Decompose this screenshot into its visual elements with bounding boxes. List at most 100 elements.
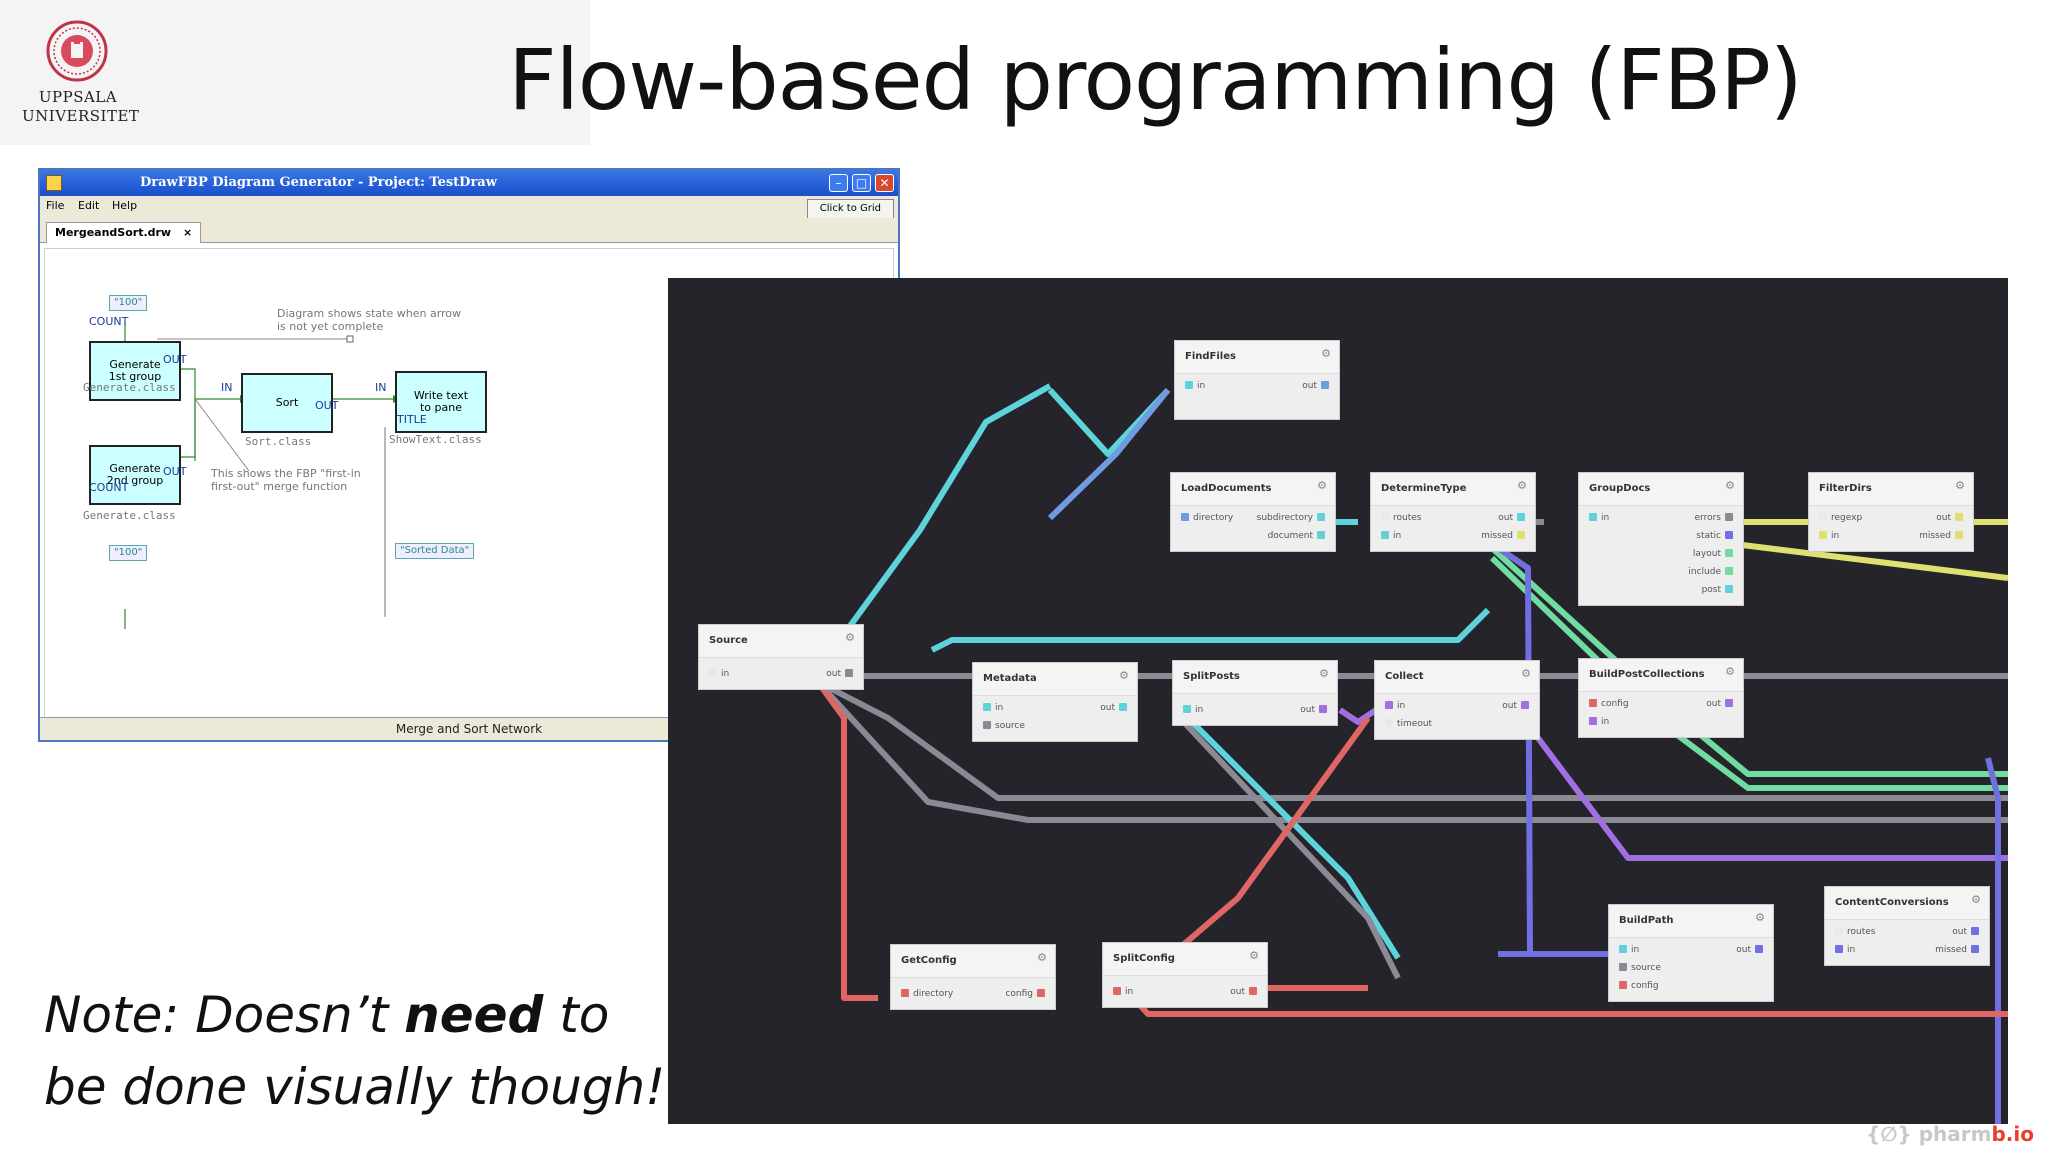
port-dot[interactable] bbox=[709, 669, 717, 677]
minimize-button[interactable]: – bbox=[829, 174, 848, 192]
port-dot[interactable] bbox=[1971, 945, 1979, 953]
gear-icon[interactable]: ⚙ bbox=[1249, 949, 1259, 962]
node-findfiles[interactable]: FindFiles⚙ in out bbox=[1174, 340, 1340, 420]
gear-icon[interactable]: ⚙ bbox=[1725, 479, 1735, 492]
count-port-bottom: COUNT bbox=[89, 481, 129, 494]
gear-icon[interactable]: ⚙ bbox=[1321, 347, 1331, 360]
menu-help[interactable]: Help bbox=[112, 199, 138, 212]
node-buildpostcollections[interactable]: BuildPostCollections⚙ config in out bbox=[1578, 658, 1744, 738]
menu-edit[interactable]: Edit bbox=[78, 199, 100, 212]
port-dot[interactable] bbox=[1381, 513, 1389, 521]
noflo-graph-pane[interactable]: FindFiles⚙ in out LoadDocuments⚙ directo… bbox=[668, 278, 2008, 1124]
port-dot[interactable] bbox=[845, 669, 853, 677]
close-button[interactable]: ✕ bbox=[875, 174, 894, 192]
port-dot[interactable] bbox=[1955, 513, 1963, 521]
node-getconfig[interactable]: GetConfig⚙ directory config bbox=[890, 944, 1056, 1010]
port-dot[interactable] bbox=[1381, 531, 1389, 539]
port-dot[interactable] bbox=[1119, 703, 1127, 711]
port-dot[interactable] bbox=[1183, 705, 1191, 713]
gear-icon[interactable]: ⚙ bbox=[1955, 479, 1965, 492]
port-dot[interactable] bbox=[1385, 719, 1393, 727]
port-dot[interactable] bbox=[1113, 987, 1121, 995]
gear-icon[interactable]: ⚙ bbox=[1317, 479, 1327, 492]
window-titlebar[interactable]: DrawFBP Diagram Generator - Project: Tes… bbox=[40, 170, 898, 196]
port-dot[interactable] bbox=[1955, 531, 1963, 539]
maximize-button[interactable]: □ bbox=[852, 174, 871, 192]
write-title-port: TITLE bbox=[397, 413, 427, 426]
port-dot[interactable] bbox=[1725, 585, 1733, 593]
port-dot[interactable] bbox=[1725, 549, 1733, 557]
gear-icon[interactable]: ⚙ bbox=[1725, 665, 1735, 678]
port-dot[interactable] bbox=[1185, 381, 1193, 389]
menu-file[interactable]: File bbox=[46, 199, 65, 212]
port-dot[interactable] bbox=[1517, 531, 1525, 539]
port-dot[interactable] bbox=[1385, 701, 1393, 709]
port-dot[interactable] bbox=[1521, 701, 1529, 709]
port-dot[interactable] bbox=[901, 989, 909, 997]
node-splitposts[interactable]: SplitPosts⚙ in out bbox=[1172, 660, 1338, 726]
node-metadata[interactable]: Metadata⚙ in source out bbox=[972, 662, 1138, 742]
port-dot[interactable] bbox=[1249, 987, 1257, 995]
node-groupdocs[interactable]: GroupDocs⚙ in errors static layout inclu… bbox=[1578, 472, 1744, 606]
port-dot[interactable] bbox=[1725, 531, 1733, 539]
port-dot[interactable] bbox=[1619, 981, 1627, 989]
gear-icon[interactable]: ⚙ bbox=[1755, 911, 1765, 924]
click-to-grid-button[interactable]: Click to Grid bbox=[806, 199, 894, 219]
block-sort[interactable]: Sort bbox=[241, 373, 333, 433]
port-dot[interactable] bbox=[983, 703, 991, 711]
tab-close-icon[interactable]: × bbox=[182, 226, 193, 239]
iip-count-top[interactable]: "100" bbox=[109, 295, 148, 311]
node-determinetype[interactable]: DetermineType⚙ routes in out missed bbox=[1370, 472, 1536, 552]
node-buildpath[interactable]: BuildPath⚙ in source config out bbox=[1608, 904, 1774, 1002]
port-dot[interactable] bbox=[1037, 989, 1045, 997]
gear-icon[interactable]: ⚙ bbox=[1517, 479, 1527, 492]
port-dot[interactable] bbox=[1725, 513, 1733, 521]
tab-label: MergeandSort.drw bbox=[55, 226, 172, 239]
block-label-2: to pane bbox=[419, 401, 462, 414]
tab-mergeandsort[interactable]: MergeandSort.drw × bbox=[46, 222, 202, 243]
port-dot[interactable] bbox=[1725, 699, 1733, 707]
port-dot[interactable] bbox=[1181, 513, 1189, 521]
port-dot[interactable] bbox=[1971, 927, 1979, 935]
port-dot[interactable] bbox=[983, 721, 991, 729]
gear-icon[interactable]: ⚙ bbox=[845, 631, 855, 644]
port-dot[interactable] bbox=[1589, 717, 1597, 725]
port-in: source bbox=[995, 721, 1025, 731]
port-dot[interactable] bbox=[1321, 381, 1329, 389]
node-splitconfig[interactable]: SplitConfig⚙ in out bbox=[1102, 942, 1268, 1008]
node-contentconversions[interactable]: ContentConversions⚙ routes in out missed bbox=[1824, 886, 1990, 966]
port-dot[interactable] bbox=[1317, 513, 1325, 521]
gear-icon[interactable]: ⚙ bbox=[1971, 893, 1981, 906]
port-dot[interactable] bbox=[1317, 531, 1325, 539]
gear-icon[interactable]: ⚙ bbox=[1521, 667, 1531, 680]
port-dot[interactable] bbox=[1725, 567, 1733, 575]
gen1-out-port: OUT bbox=[163, 353, 187, 366]
port-dot[interactable] bbox=[1517, 513, 1525, 521]
port-in: in bbox=[1631, 945, 1640, 955]
port-in: directory bbox=[913, 989, 954, 999]
node-loaddocuments[interactable]: LoadDocuments⚙ directory subdirectory do… bbox=[1170, 472, 1336, 552]
port-dot[interactable] bbox=[1589, 513, 1597, 521]
port-dot[interactable] bbox=[1819, 513, 1827, 521]
port-dot[interactable] bbox=[1619, 963, 1627, 971]
node-filterdirs[interactable]: FilterDirs⚙ regexp in out missed bbox=[1808, 472, 1974, 552]
gear-icon[interactable]: ⚙ bbox=[1319, 667, 1329, 680]
port-dot[interactable] bbox=[1819, 531, 1827, 539]
port-dot[interactable] bbox=[1589, 699, 1597, 707]
port-dot[interactable] bbox=[1835, 945, 1843, 953]
iip-sorted-data[interactable]: "Sorted Data" bbox=[395, 543, 475, 559]
node-collect[interactable]: Collect⚙ in timeout out bbox=[1374, 660, 1540, 740]
port-dot[interactable] bbox=[1835, 927, 1843, 935]
gear-icon[interactable]: ⚙ bbox=[1119, 669, 1129, 682]
iip-count-bottom[interactable]: "100" bbox=[109, 545, 148, 561]
port-dot[interactable] bbox=[1755, 945, 1763, 953]
port-in: in bbox=[1831, 531, 1840, 541]
port-dot[interactable] bbox=[1319, 705, 1327, 713]
port-out: config bbox=[1005, 989, 1033, 999]
node-source[interactable]: Source⚙ in out bbox=[698, 624, 864, 690]
gear-icon[interactable]: ⚙ bbox=[1037, 951, 1047, 964]
port-dot[interactable] bbox=[1619, 945, 1627, 953]
